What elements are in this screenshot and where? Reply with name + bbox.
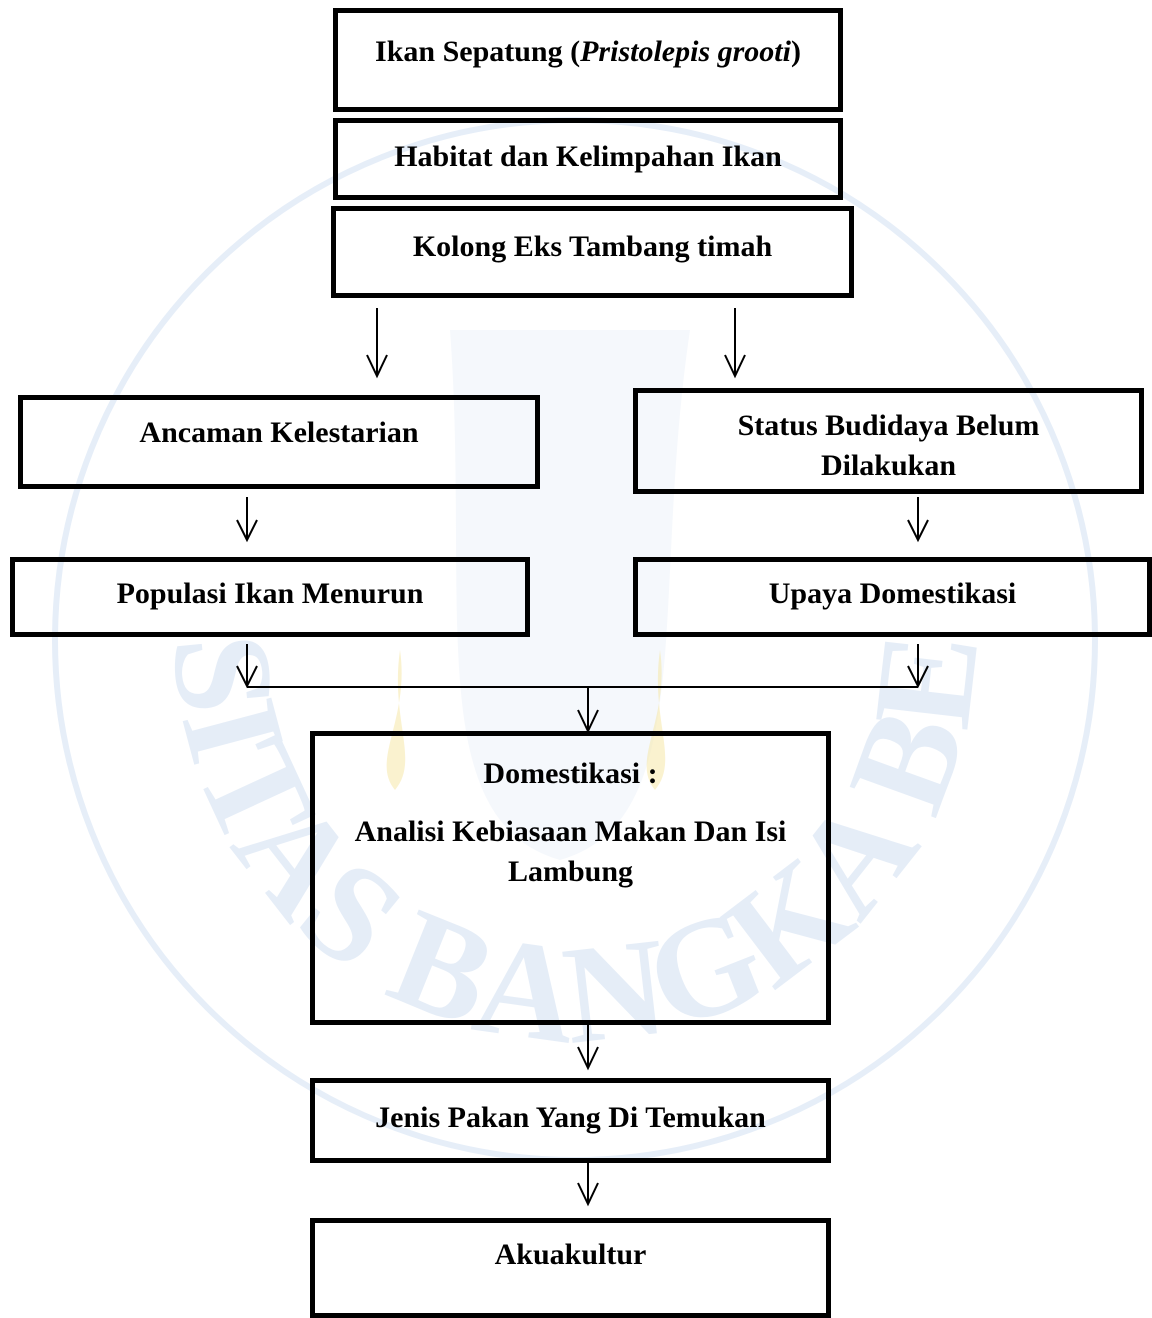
populasi-box: Populasi Ikan Menurun	[10, 557, 530, 637]
akuakultur-box: Akuakultur	[310, 1218, 831, 1318]
arrow-kolong-to-ancaman	[366, 308, 388, 379]
arrow-ancaman-to-populasi	[236, 497, 258, 543]
kolong-label: Kolong Eks Tambang timah	[412, 230, 773, 263]
status-budidaya-label: Status Budidaya Belum Dilakukan	[737, 409, 1040, 482]
species-box: Ikan Sepatung (Pristolepis grooti)	[333, 8, 843, 112]
upaya-box: Upaya Domestikasi	[633, 557, 1152, 637]
arrow-status-to-upaya	[907, 497, 929, 543]
species-title: Ikan Sepatung (Pristolepis grooti)	[375, 35, 801, 68]
domestikasi-detail: Analisi Kebiasaan Makan Dan Isi Lambung	[354, 815, 787, 888]
jenis-pakan-box: Jenis Pakan Yang Di Temukan	[310, 1078, 831, 1163]
arrow-domestikasi-to-pakan	[577, 1025, 599, 1071]
arrow-merge-to-domestikasi	[577, 687, 599, 734]
upaya-label: Upaya Domestikasi	[768, 577, 1017, 610]
habitat-label: Habitat dan Kelimpahan Ikan	[394, 140, 782, 173]
domestikasi-box: Domestikasi : Analisi Kebiasaan Makan Da…	[310, 731, 831, 1025]
jenis-pakan-label: Jenis Pakan Yang Di Temukan	[375, 1101, 766, 1134]
akuakultur-label: Akuakultur	[494, 1238, 647, 1271]
kolong-box: Kolong Eks Tambang timah	[331, 206, 854, 298]
arrow-upaya-down	[907, 644, 929, 689]
status-budidaya-box: Status Budidaya Belum Dilakukan	[633, 388, 1144, 494]
ancaman-label: Ancaman Kelestarian	[139, 416, 419, 449]
habitat-box: Habitat dan Kelimpahan Ikan	[333, 118, 843, 200]
domestikasi-heading: Domestikasi :	[483, 757, 658, 790]
species-scientific-name: Pristolepis grooti	[580, 35, 791, 68]
ancaman-box: Ancaman Kelestarian	[18, 395, 540, 489]
arrow-kolong-to-status	[724, 308, 746, 379]
populasi-label: Populasi Ikan Menurun	[116, 577, 424, 610]
arrow-populasi-down	[236, 644, 258, 689]
arrow-pakan-to-akuakultur	[577, 1163, 599, 1207]
